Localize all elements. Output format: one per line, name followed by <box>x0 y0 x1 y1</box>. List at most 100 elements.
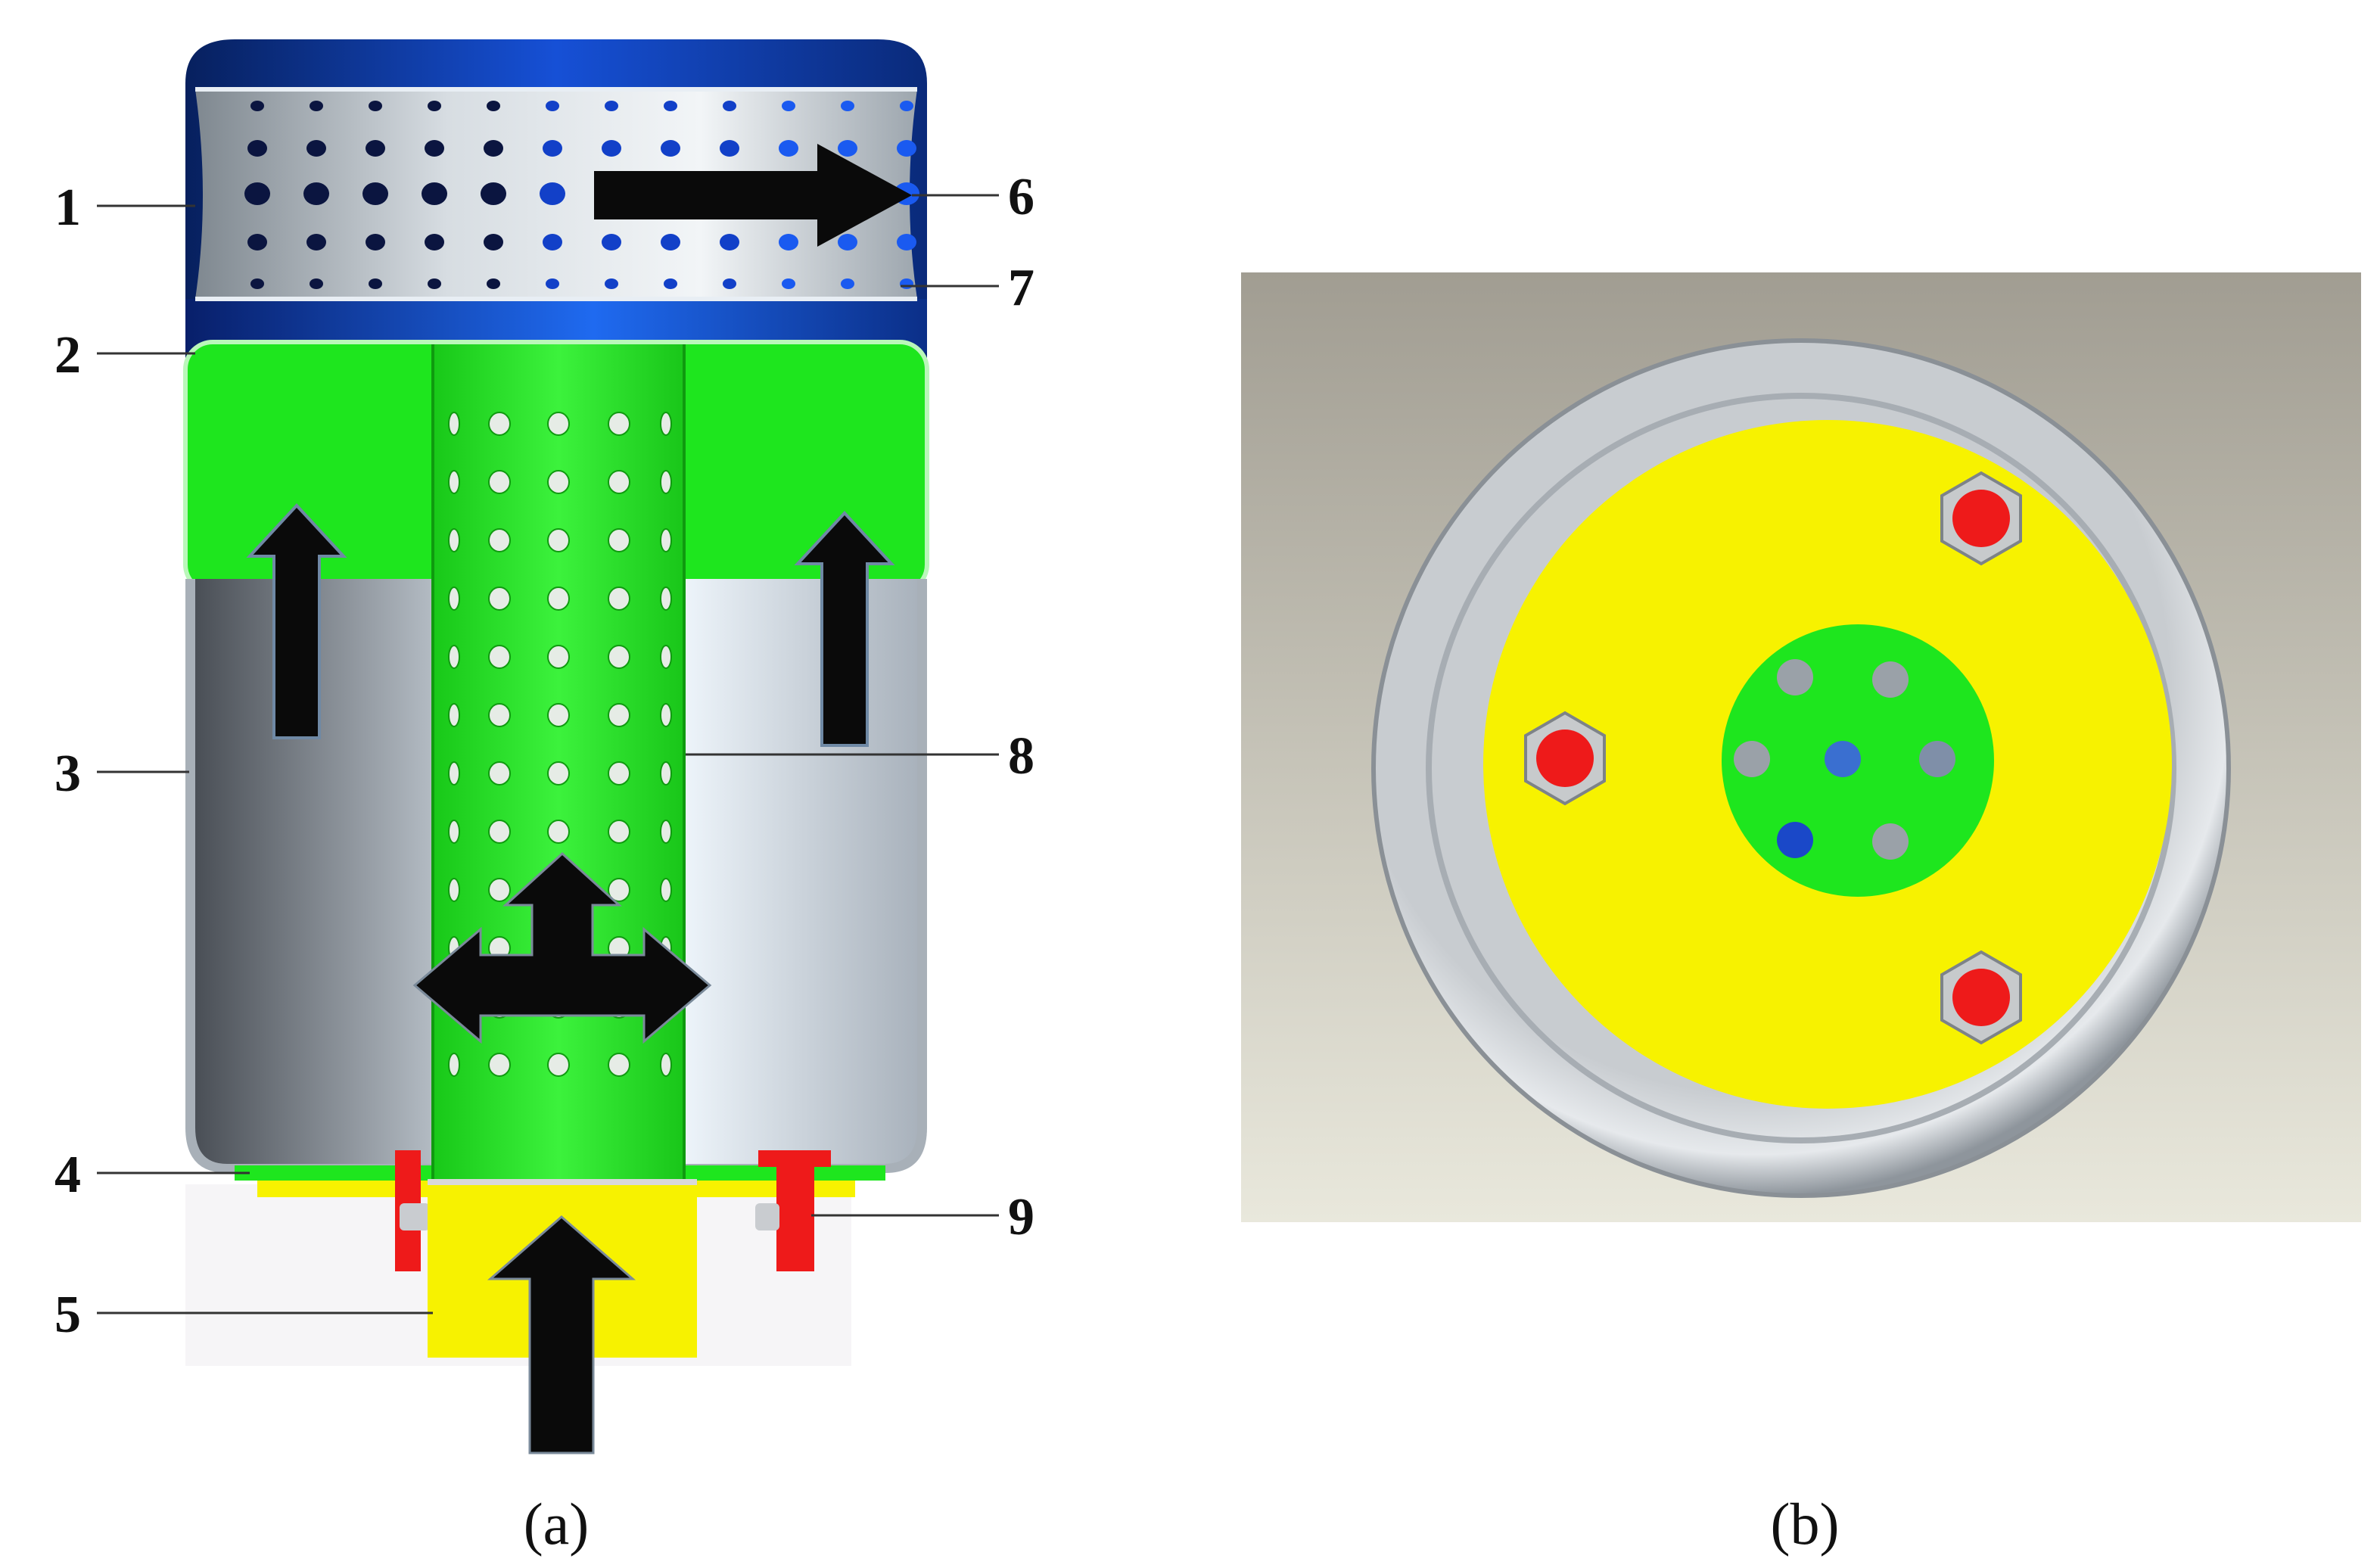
filter-cross-section: 1 2 3 4 5 6 7 8 9 (a) <box>54 39 1034 1557</box>
tube-hole <box>660 703 672 727</box>
tube-hole <box>488 528 511 552</box>
ring-inner-edge <box>1426 393 2176 1143</box>
bolt-right <box>776 1165 814 1271</box>
tube-hole <box>448 878 460 902</box>
tube-hole <box>608 761 630 786</box>
center-hole <box>1872 823 1909 860</box>
mesh-hole <box>723 101 736 111</box>
mesh-hole <box>720 234 739 250</box>
tube-hole <box>547 645 570 669</box>
outlet-flow-arrow <box>594 144 912 247</box>
mesh-hole <box>306 234 326 250</box>
tube-hole <box>448 528 460 552</box>
tube-hole <box>660 645 672 669</box>
mesh-hole <box>779 234 798 250</box>
mesh-hole <box>661 234 680 250</box>
mesh-hole <box>605 101 618 111</box>
mesh-hole <box>428 278 441 289</box>
tube-hole <box>448 645 460 669</box>
tube-hole <box>660 470 672 494</box>
mesh-hole <box>602 140 621 157</box>
tube-hole <box>660 1053 672 1077</box>
callout-7: 7 <box>1008 259 1034 317</box>
leader-lines <box>97 194 999 1314</box>
tube-hole <box>608 528 630 552</box>
mesh-hole <box>422 182 447 205</box>
center-hole <box>1777 822 1813 858</box>
mesh-hole <box>425 234 444 250</box>
tube-hole <box>660 412 672 436</box>
mesh-hole <box>369 278 382 289</box>
tube-hole <box>547 528 570 552</box>
mesh-hole <box>720 140 739 157</box>
tube-hole <box>488 820 511 844</box>
center-hole <box>1872 661 1909 698</box>
mesh-hole <box>900 101 913 111</box>
mesh-hole <box>362 182 388 205</box>
tube-hole <box>547 586 570 611</box>
tube-hole <box>547 1053 570 1077</box>
upflow-arrow-right <box>794 511 895 747</box>
tube-hole <box>608 412 630 436</box>
callout-4: 4 <box>54 1146 81 1204</box>
mesh-hole <box>841 101 854 111</box>
mesh-hole <box>306 140 326 157</box>
mesh-hole <box>247 140 267 157</box>
tube-hole <box>608 470 630 494</box>
mesh-hole <box>838 234 857 250</box>
tube-hole <box>488 878 511 902</box>
tube-hole <box>608 703 630 727</box>
mesh-hole <box>602 234 621 250</box>
mesh-hole <box>310 101 323 111</box>
tube-hole <box>608 820 630 844</box>
mesh-hole <box>540 182 565 205</box>
mesh-hole <box>841 278 854 289</box>
mesh-hole <box>546 101 559 111</box>
center-hole <box>1734 741 1770 777</box>
tube-hole <box>488 703 511 727</box>
tube-hole <box>547 412 570 436</box>
mesh-hole <box>487 101 500 111</box>
caption-b: (b) <box>1771 1491 1840 1557</box>
mesh-hole <box>250 101 264 111</box>
tube-hole <box>448 761 460 786</box>
tube-hole <box>660 761 672 786</box>
caption-a: (a) <box>524 1491 590 1557</box>
tube-hole <box>488 586 511 611</box>
mesh-hole <box>838 140 857 157</box>
mesh-hole <box>303 182 329 205</box>
mesh-hole <box>782 101 795 111</box>
tube-hole <box>448 820 460 844</box>
callout-6: 6 <box>1008 168 1034 226</box>
callout-1: 1 <box>54 179 81 237</box>
center-hole <box>1825 741 1861 777</box>
mesh-hole <box>487 278 500 289</box>
tube-hole <box>660 586 672 611</box>
tube-hole <box>608 878 630 902</box>
mesh-hole <box>779 140 798 157</box>
filter-element-left <box>195 579 439 1164</box>
tube-hole <box>448 1053 460 1077</box>
center-hole <box>1919 741 1955 777</box>
mesh-hole <box>428 101 441 111</box>
tube-hole <box>547 761 570 786</box>
callout-9: 9 <box>1008 1188 1034 1246</box>
mesh-hole <box>250 278 264 289</box>
mesh-hole <box>244 182 270 205</box>
mesh-hole <box>484 140 503 157</box>
tube-hole <box>488 761 511 786</box>
tube-hole <box>488 1053 511 1077</box>
callout-8: 8 <box>1008 727 1034 786</box>
mesh-hole <box>900 278 913 289</box>
tube-hole <box>660 878 672 902</box>
mesh-hole <box>366 140 385 157</box>
base-bolts <box>1524 471 2022 1045</box>
mesh-hole <box>605 278 618 289</box>
mesh-hole <box>484 234 503 250</box>
mesh-hole <box>897 234 916 250</box>
tube-hole <box>547 820 570 844</box>
callout-5: 5 <box>54 1286 81 1344</box>
distribution-flow-arrow <box>412 851 712 1044</box>
mesh-hole <box>481 182 506 205</box>
